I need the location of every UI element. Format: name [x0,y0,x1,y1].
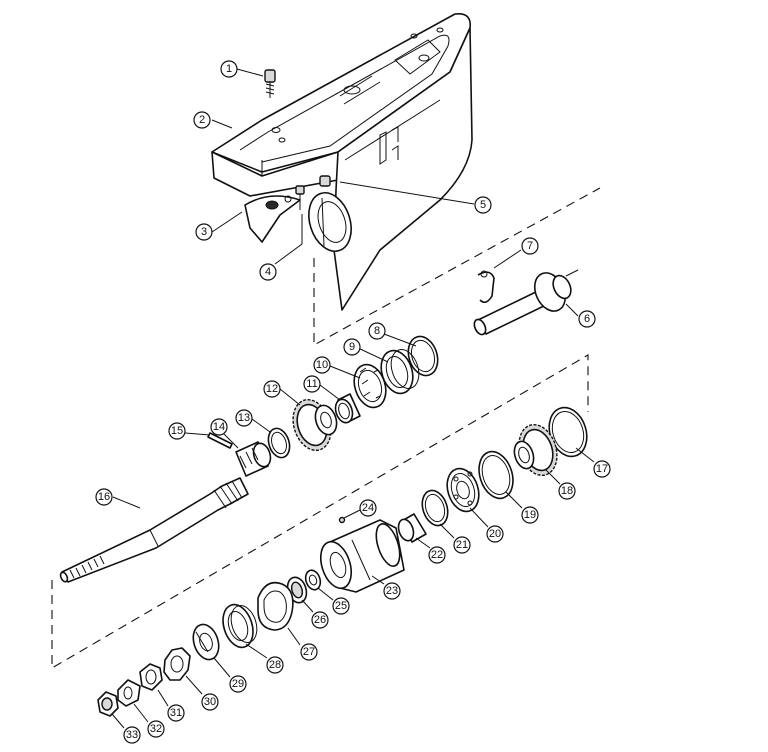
callout-27: 27 [300,643,318,661]
callout-label: 4 [265,266,271,278]
callout-28: 28 [266,656,284,674]
tapered-roller-bearing [353,363,387,409]
callout-32: 32 [147,720,165,738]
screw [264,69,276,98]
callout-8: 8 [368,322,386,340]
needle-bearing [334,393,361,424]
washer [304,569,322,591]
callout-label: 29 [232,678,244,690]
callout-label: 27 [303,646,315,658]
trim-tab-anode [244,195,301,243]
callout-24: 24 [359,499,377,517]
callout-label: 5 [480,199,486,211]
thrust-washer [478,450,514,500]
retaining-ring [421,489,449,527]
callout-14: 14 [210,418,228,436]
spacer-sleeve [222,603,258,649]
callout-4: 4 [259,263,277,281]
callout-7: 7 [521,237,539,255]
callout-16: 16 [95,488,113,506]
callout-label: 13 [238,412,250,424]
callout-1: 1 [220,60,238,78]
shift-shaft [473,269,579,336]
callout-23: 23 [383,582,401,600]
callout-17: 17 [593,460,611,478]
tab-washer [163,647,191,681]
callout-label: 22 [431,549,443,561]
callout-label: 26 [314,614,326,626]
callout-label: 19 [524,509,536,521]
callout-label: 8 [374,325,380,337]
propeller-shaft [59,477,249,583]
callout-33: 33 [123,726,141,744]
callout-label: 28 [269,659,281,671]
bearing-carrier [319,519,405,593]
callout-label: 25 [335,600,347,612]
callout-20: 20 [486,525,504,543]
callout-11: 11 [303,375,321,393]
callout-label: 33 [126,729,138,741]
callout-5: 5 [474,196,492,214]
callout-label: 18 [561,485,573,497]
reverse-gear [513,423,558,477]
lock-washer [117,679,141,707]
callout-22: 22 [428,546,446,564]
callout-label: 20 [489,528,501,540]
assembly-guide-lines [51,187,601,669]
callout-18: 18 [558,482,576,500]
end-nut [97,691,119,717]
callout-25: 25 [332,597,350,615]
callout-15: 15 [168,422,186,440]
needle-bearing-rear [397,513,427,543]
callout-29: 29 [229,675,247,693]
callout-label: 32 [150,723,162,735]
shift-spring-ring [267,427,291,459]
callout-30: 30 [201,693,219,711]
callout-2: 2 [193,111,211,129]
forward-gear [292,398,338,452]
callout-label: 31 [170,707,182,719]
callout-label: 30 [204,696,216,708]
callout-label: 2 [199,114,205,126]
callout-label: 15 [171,425,183,437]
callout-10: 10 [313,356,331,374]
callout-label: 6 [584,313,590,325]
carrier-screw [338,516,346,524]
callout-6: 6 [578,310,596,328]
clutch-dog [235,441,272,477]
callout-label: 1 [226,63,232,75]
callout-19: 19 [521,506,539,524]
callout-9: 9 [343,338,361,356]
callout-label: 21 [456,539,468,551]
ball-bearing [446,467,480,513]
callout-label: 14 [213,421,225,433]
prop-nut [139,663,163,691]
lock-ring [257,581,294,631]
leader-lines [111,68,595,729]
callout-label: 7 [527,240,533,252]
callout-12: 12 [263,380,281,398]
callout-label: 16 [98,491,110,503]
callout-21: 21 [453,536,471,554]
callout-3: 3 [195,223,213,241]
callout-label: 10 [316,359,328,371]
callout-label: 3 [201,226,207,238]
callout-label: 9 [349,341,355,353]
callout-label: 23 [386,585,398,597]
thrust-hub [192,623,220,661]
cross-pin [207,432,233,449]
screw-small [295,175,331,210]
callout-label: 12 [266,383,278,395]
callout-label: 24 [362,502,374,514]
o-ring-large [548,406,588,458]
callout-label: 11 [306,378,317,390]
callout-26: 26 [311,611,329,629]
callout-31: 31 [167,704,185,722]
callout-label: 17 [596,463,608,475]
gear-housing [211,12,473,311]
callout-13: 13 [235,409,253,427]
retaining-clip [477,270,495,304]
